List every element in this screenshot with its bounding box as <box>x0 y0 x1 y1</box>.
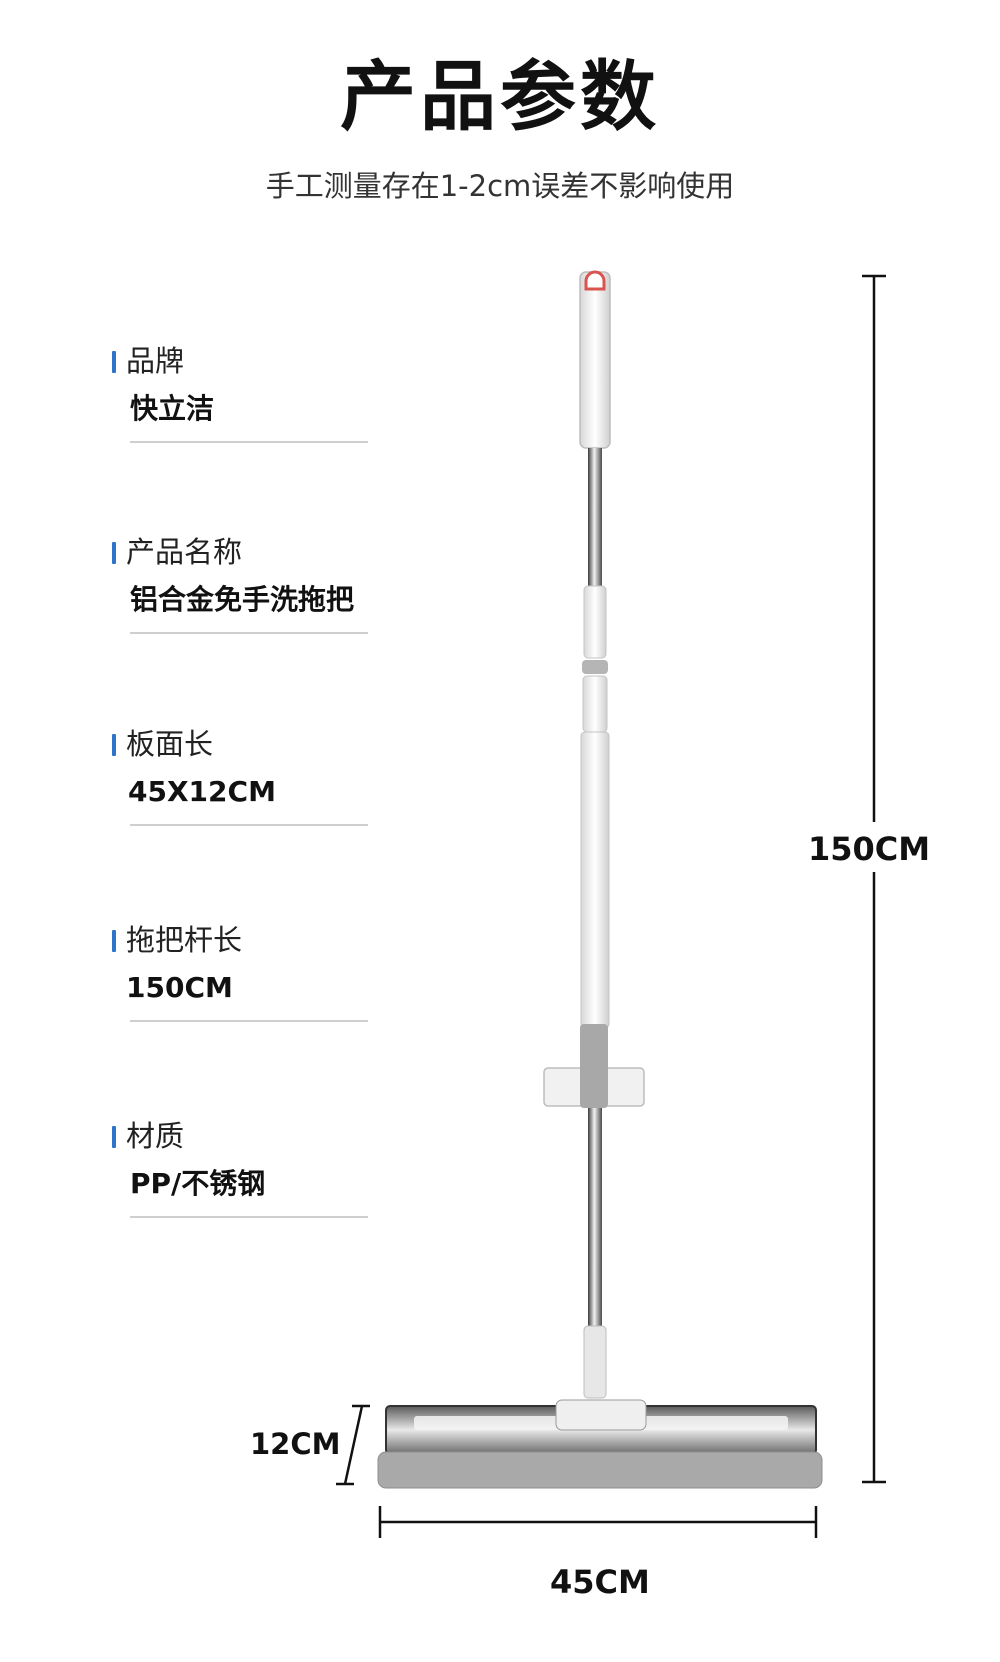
spec-label: 板面长 <box>126 727 214 761</box>
spec-value: PP/不锈钢 <box>130 1167 266 1200</box>
width-dimension-line <box>378 1506 818 1538</box>
spec-value: 45X12CM <box>128 775 276 808</box>
spec-marker <box>112 1126 116 1148</box>
spec-divider <box>130 441 368 443</box>
spec-item-pole-length: 拖把杆长 150CM <box>112 922 372 1022</box>
depth-dimension-line <box>336 1404 370 1486</box>
mop-handle <box>579 270 611 449</box>
mop-pole-lower <box>588 1108 602 1326</box>
spec-label: 品牌 <box>126 344 185 378</box>
spec-divider <box>130 1020 368 1022</box>
spec-divider <box>130 824 368 826</box>
mop-pole-middle <box>580 731 610 1029</box>
spec-marker <box>112 542 116 564</box>
spec-divider <box>130 632 368 634</box>
spec-divider <box>130 1216 368 1218</box>
height-dimension-line <box>862 274 886 1484</box>
pole-joint <box>582 660 608 674</box>
pole-clip <box>543 1024 645 1108</box>
mop-head <box>377 1399 823 1489</box>
spec-marker <box>112 930 116 952</box>
mop-joint <box>583 1325 607 1399</box>
spec-value: 150CM <box>126 971 233 1004</box>
spec-label: 材质 <box>126 1119 185 1153</box>
spec-item-material: 材质 PP/不锈钢 <box>112 1118 372 1218</box>
spec-value: 铝合金免手洗拖把 <box>130 583 355 616</box>
spec-marker <box>112 734 116 756</box>
spec-label: 拖把杆长 <box>126 923 243 957</box>
spec-label: 产品名称 <box>126 535 243 569</box>
height-dimension-label: 150CM <box>808 830 931 868</box>
page-subtitle: 手工测量存在1-2cm误差不影响使用 <box>265 169 735 203</box>
mop-pole-upper <box>588 448 602 586</box>
mop-pad <box>377 1451 823 1489</box>
page-title: 产品参数 <box>340 52 660 141</box>
spec-item-product-name: 产品名称 铝合金免手洗拖把 <box>112 534 372 634</box>
spec-item-board-size: 板面长 45X12CM <box>112 726 372 826</box>
hang-hole-icon <box>584 270 606 291</box>
spec-item-brand: 品牌 快立洁 <box>112 343 372 443</box>
pole-sleeve <box>583 585 607 659</box>
spec-marker <box>112 351 116 373</box>
pole-sleeve-2 <box>582 675 608 733</box>
depth-dimension-label: 12CM <box>250 1427 341 1461</box>
spec-value: 快立洁 <box>130 392 215 425</box>
width-dimension-label: 45CM <box>550 1563 650 1601</box>
